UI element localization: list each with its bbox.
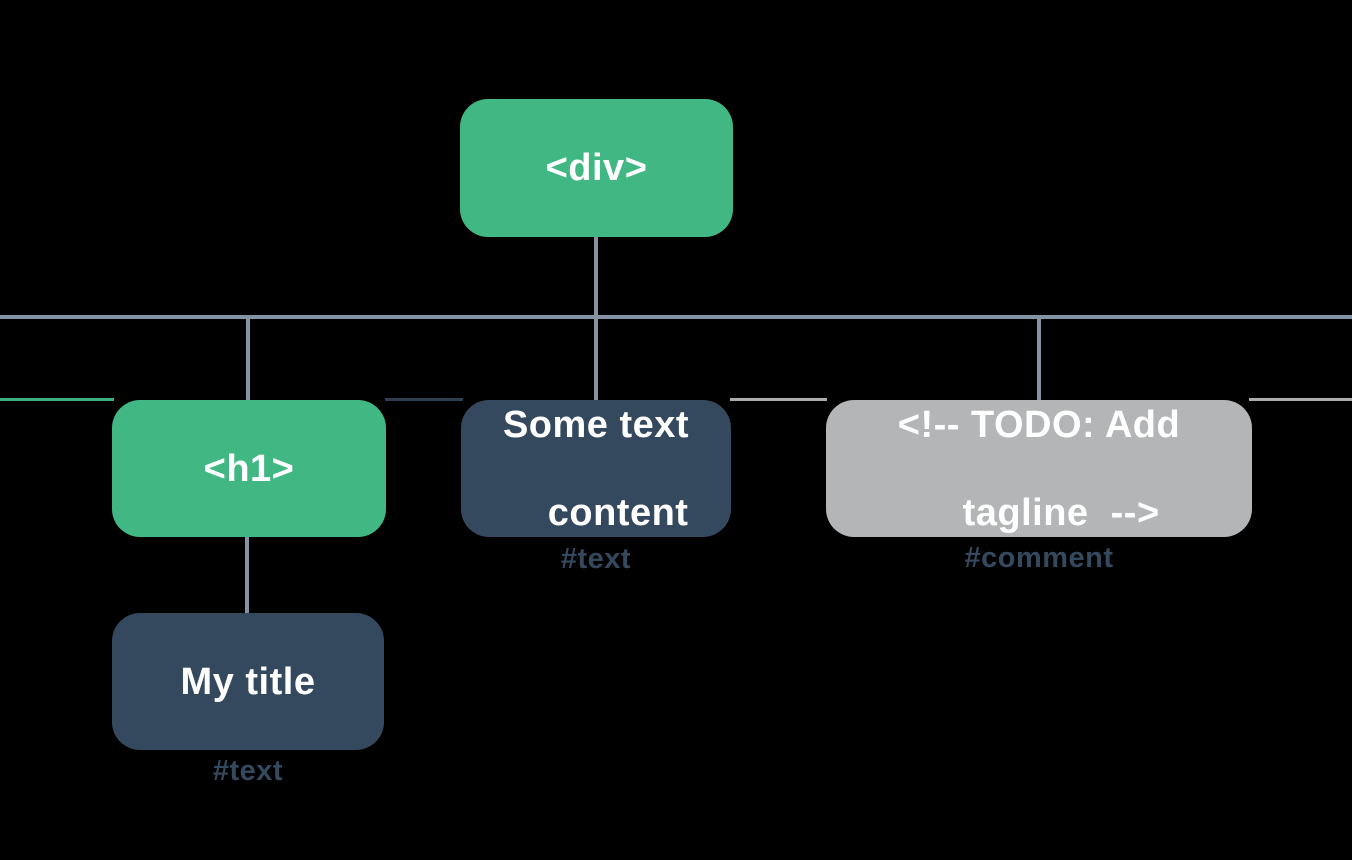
node-text-content-label: Some text content [503,403,689,535]
node-comment: <!-- TODO: Add tagline --> [826,400,1252,537]
node-text-line2: content [547,491,689,534]
node-div-label: <div> [545,147,648,189]
node-div-element: <div> [460,99,733,237]
node-comment-label: <!-- TODO: Add tagline --> [898,403,1180,535]
connector-horizontal-main [0,315,1352,319]
node-text-line1: Some text [502,403,690,446]
connector-drop-to-h1 [246,315,250,400]
rail-right-edge-gray [1249,398,1352,401]
rail-left-edge-green [0,398,114,401]
type-label-text: #text [560,543,632,575]
connector-drop-to-comment [1037,315,1041,400]
node-text-content: Some text content [461,400,731,537]
node-my-title-label: My title [180,660,316,703]
node-h1-label: <h1> [203,447,295,490]
node-comment-line1: <!-- TODO: Add [897,403,1181,446]
node-comment-line2: tagline --> [962,491,1160,534]
node-my-title-text: My title [112,613,384,750]
connector-h1-to-title [245,537,249,613]
rail-between-text-and-comment [730,398,827,401]
connector-root-to-children [594,237,598,400]
rail-between-h1-and-text [385,398,463,401]
node-h1-element: <h1> [112,400,386,537]
type-label-comment: #comment [964,542,1114,574]
type-label-title-text: #text [212,755,284,787]
